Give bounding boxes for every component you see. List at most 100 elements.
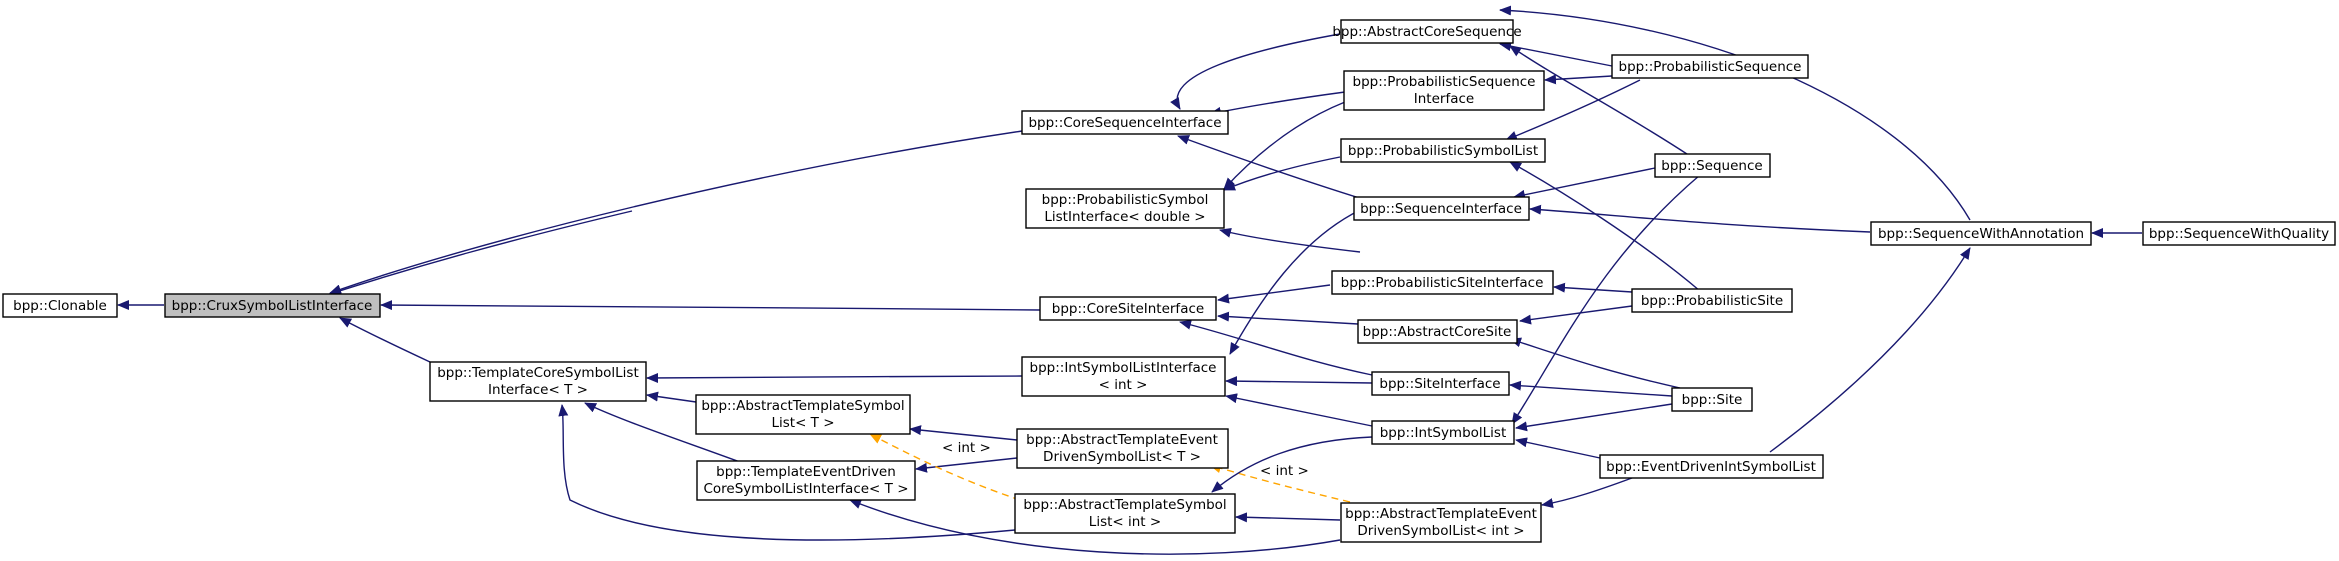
node-tmpleventcore-label-1: bpp::TemplateEventDriven <box>716 464 896 480</box>
node-sequence-label: bpp::Sequence <box>1661 158 1762 174</box>
node-probsymlistiface-label-1: bpp::ProbabilisticSymbol <box>1042 192 1209 208</box>
node-tmplcore-label-2: Interface< T > <box>488 382 588 398</box>
node-probsite-label: bpp::ProbabilisticSite <box>1641 293 1783 309</box>
edge-abstmpleventT-to-abstmplsymlistT <box>909 425 1018 441</box>
node-int-symbol-list-interface[interactable]: bpp::IntSymbolListInterface < int > <box>1021 356 1226 397</box>
node-abstract-core-site[interactable]: bpp::AbstractCoreSite <box>1357 319 1518 344</box>
node-core-sequence-interface[interactable]: bpp::CoreSequenceInterface <box>1021 110 1229 135</box>
edge-label-int-2: < int > <box>1260 463 1309 479</box>
edge-probseqiface-to-probsymlistiface <box>1223 101 1346 190</box>
node-probsymlist-label: bpp::ProbabilisticSymbolList <box>1348 143 1538 159</box>
edge-seqiface-to-intsymlistiface <box>1229 209 1361 355</box>
node-intsymlist-label: bpp::IntSymbolList <box>1380 425 1507 441</box>
node-abstmpleventT-label-1: bpp::AbstractTemplateEvent <box>1026 432 1218 448</box>
node-crux-symbol-list-interface[interactable]: bpp::CruxSymbolListInterface <box>164 293 381 318</box>
edge-siteiface-to-intsymlistiface <box>1225 376 1373 387</box>
node-sequence-interface[interactable]: bpp::SequenceInterface <box>1353 196 1530 221</box>
edge-eventintsymlist-to-intsymlist <box>1515 437 1601 459</box>
edges <box>117 5 2142 555</box>
node-abstmpleventT-label-2: DrivenSymbolList< T > <box>1043 449 1201 465</box>
edge-probsite-to-probsymlist <box>1509 161 1701 292</box>
node-seqiface-label: bpp::SequenceInterface <box>1360 201 1522 217</box>
edge-abstmpleventT-to-tmpleventcore <box>915 457 1018 473</box>
node-swq-label: bpp::SequenceWithQuality <box>2149 226 2329 242</box>
edge-sequence-to-probsymlist-via-seqiface <box>1513 167 1656 200</box>
edge-abscoreseq-to-coreseqiface <box>1170 33 1341 110</box>
edge-probsymlist-to-probsymlistiface <box>1223 156 1341 191</box>
node-abscoresite-label: bpp::AbstractCoreSite <box>1363 324 1512 340</box>
node-abstract-template-symbol-list-t[interactable]: bpp::AbstractTemplateSymbol List< T > <box>695 394 911 435</box>
edge-seqiface-to-coreseqiface <box>1177 135 1383 206</box>
edge-abstmpleventint-to-abstmpleventT <box>1209 463 1351 503</box>
node-abstract-template-symbol-list-int[interactable]: bpp::AbstractTemplateSymbol List< int > <box>1014 493 1236 534</box>
edge-labels: < int > < int > <box>942 440 1309 479</box>
node-int-symbol-list[interactable]: bpp::IntSymbolList <box>1371 420 1515 445</box>
node-probsymlistiface-label-2: ListInterface< double > <box>1044 209 1205 225</box>
node-probabilistic-site-interface[interactable]: bpp::ProbabilisticSiteInterface <box>1331 270 1554 295</box>
node-site-interface[interactable]: bpp::SiteInterface <box>1371 371 1510 396</box>
node-intsymlistiface-label-1: bpp::IntSymbolListInterface <box>1030 360 1217 376</box>
node-abstmplsymlistint-label-2: List< int > <box>1089 514 1161 530</box>
node-sequence-with-annotation[interactable]: bpp::SequenceWithAnnotation <box>1870 221 2092 246</box>
node-abstmplsymlistT-label-1: bpp::AbstractTemplateSymbol <box>701 398 904 414</box>
node-tmplcore-label-1: bpp::TemplateCoreSymbolList <box>437 365 639 381</box>
node-clonable[interactable]: bpp::Clonable <box>2 293 118 318</box>
node-template-event-driven-core-symbol-list-interface[interactable]: bpp::TemplateEventDriven CoreSymbolListI… <box>696 460 916 501</box>
node-probabilistic-symbol-list-interface-double[interactable]: bpp::ProbabilisticSymbol ListInterface< … <box>1025 188 1225 229</box>
edge-tmpleventcore-to-tmplcore <box>584 402 741 463</box>
node-probseqiface-label-2: Interface <box>1414 91 1474 107</box>
node-abstmplsymlistint-label-1: bpp::AbstractTemplateSymbol <box>1023 497 1226 513</box>
node-eventintsymlist-label: bpp::EventDrivenIntSymbolList <box>1606 459 1816 475</box>
edge-probsite-to-abscoresite <box>1519 305 1633 325</box>
edge-probsite-to-probsiteiface <box>1553 282 1633 293</box>
node-sequence[interactable]: bpp::Sequence <box>1654 153 1771 178</box>
edge-probseq-to-probseqiface <box>1544 74 1613 85</box>
node-probabilistic-sequence[interactable]: bpp::ProbabilisticSequence <box>1611 54 1809 79</box>
node-site[interactable]: bpp::Site <box>1671 387 1753 412</box>
edge-abstmplsymlistint-to-tmplcore <box>558 404 1016 541</box>
node-probabilistic-symbol-list[interactable]: bpp::ProbabilisticSymbolList <box>1340 138 1546 163</box>
edge-coresiteiface-to-crux <box>380 300 1041 311</box>
node-core-site-interface[interactable]: bpp::CoreSiteInterface <box>1039 296 1217 321</box>
node-template-core-symbol-list-interface[interactable]: bpp::TemplateCoreSymbolList Interface< T… <box>429 361 647 402</box>
node-coresiteiface-label: bpp::CoreSiteInterface <box>1052 301 1204 317</box>
edge-swa-to-seqiface <box>1529 204 1871 233</box>
node-clonable-label: bpp::Clonable <box>13 298 107 314</box>
node-event-driven-int-symbol-list[interactable]: bpp::EventDrivenIntSymbolList <box>1599 454 1824 479</box>
edge-probsymlistiface-to-crux <box>329 210 633 296</box>
node-coreseqiface-label: bpp::CoreSequenceInterface <box>1028 115 1221 131</box>
edge-site-to-intsymlist <box>1515 403 1673 432</box>
node-probabilistic-site[interactable]: bpp::ProbabilisticSite <box>1631 288 1793 313</box>
node-site-label: bpp::Site <box>1682 392 1743 408</box>
node-abscoreseq-label: bpp::AbstractCoreSequence <box>1332 24 1521 40</box>
edge-sequence-to-intsymlist <box>1511 174 1701 425</box>
edge-sequence-to-abscoreseq <box>1509 45 1691 157</box>
edge-coreseqiface-to-crux <box>329 130 1023 295</box>
node-probseqiface-label-1: bpp::ProbabilisticSequence <box>1353 74 1536 90</box>
edge-intsymlist-to-abstmplsymlistint <box>1211 436 1373 493</box>
edge-site-to-siteiface <box>1509 380 1673 397</box>
edge-probseq-to-probsymlist <box>1505 79 1641 141</box>
node-crux-label: bpp::CruxSymbolListInterface <box>172 298 373 314</box>
edge-tmplcore-to-crux <box>339 317 431 363</box>
node-sequence-with-quality[interactable]: bpp::SequenceWithQuality <box>2142 221 2336 246</box>
edge-probseq-to-abscoreseq <box>1499 41 1613 67</box>
edge-probsiteiface-to-coresiteiface <box>1217 284 1331 304</box>
edge-abstmplsymlistint-to-abstmplsymlistT <box>869 433 1021 501</box>
node-probsiteiface-label: bpp::ProbabilisticSiteInterface <box>1341 275 1544 291</box>
node-probabilistic-sequence-interface[interactable]: bpp::ProbabilisticSequence Interface <box>1343 70 1545 111</box>
node-abstmpleventint-label-1: bpp::AbstractTemplateEvent <box>1345 506 1537 522</box>
nodes: bpp::Clonable bpp::CruxSymbolListInterfa… <box>2 19 2336 543</box>
edge-siteiface-to-coresiteiface <box>1179 319 1373 376</box>
node-abstract-template-event-driven-symbol-list-t[interactable]: bpp::AbstractTemplateEvent DrivenSymbolL… <box>1016 428 1229 469</box>
node-abstract-core-sequence[interactable]: bpp::AbstractCoreSequence <box>1332 19 1522 44</box>
node-abstmplsymlistT-label-2: List< T > <box>771 415 834 431</box>
node-abstmpleventint-label-2: DrivenSymbolList< int > <box>1357 523 1524 539</box>
edge-label-int-1: < int > <box>942 440 991 456</box>
node-abstract-template-event-driven-symbol-list-int[interactable]: bpp::AbstractTemplateEvent DrivenSymbolL… <box>1340 502 1542 543</box>
node-swa-label: bpp::SequenceWithAnnotation <box>1878 226 2084 242</box>
edge-abstmpleventint-to-abstmplsymlistint <box>1235 512 1341 523</box>
edge-abstmplsymlistT-to-tmplcore <box>646 391 697 403</box>
node-intsymlistiface-label-2: < int > <box>1099 377 1148 393</box>
